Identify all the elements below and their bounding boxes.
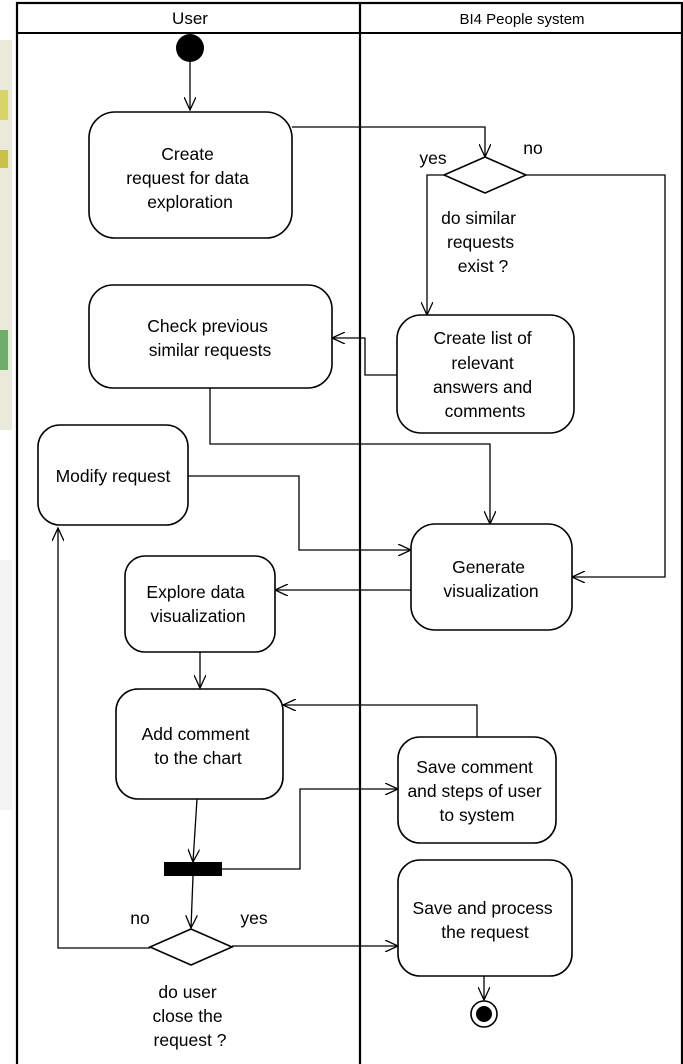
action-text: answers and [433, 377, 532, 397]
edge-fork-to-decision [191, 875, 193, 928]
edge-decision-no [526, 174, 666, 577]
initial-node [176, 34, 204, 62]
action-text: Save comment [416, 757, 533, 777]
edges [58, 62, 666, 1000]
lane-title-system: BI4 People system [459, 11, 584, 28]
svg-text:Create list of relevant: Create list of relevant answers and comm… [433, 328, 537, 421]
action-text: to system [440, 805, 515, 825]
svg-text:Modify request: Modify request [56, 466, 171, 486]
action-text: Generate [452, 557, 525, 577]
action-text: request for data [126, 168, 249, 188]
lane-title-user: User [172, 9, 208, 28]
svg-text:Generate visualization: Generate visualization [443, 557, 538, 601]
decision-yes-label: yes [240, 908, 267, 928]
action-modify-request: Modify request [37, 424, 189, 526]
action-explore-visualization: Explore data visualization [124, 555, 276, 653]
decision-close-request [148, 928, 234, 966]
edge-decision-yes [427, 174, 444, 315]
action-text: Create list of [433, 328, 531, 348]
svg-text:Save and process the req: Save and process the request [413, 898, 558, 942]
background-strip [0, 40, 12, 810]
action-text: relevant [451, 353, 513, 373]
action-text: Explore data [146, 582, 245, 602]
action-text: visualization [150, 606, 245, 626]
edge-save-to-comment [283, 705, 478, 737]
action-text: Check previous [147, 316, 268, 336]
action-add-comment: Add comment to the chart [115, 688, 284, 800]
action-text: comments [445, 401, 526, 421]
svg-text:Check previous similar r: Check previous similar requests [147, 316, 273, 360]
action-text: Create [161, 144, 214, 164]
decision-question: do similar requests exist ? [441, 208, 521, 276]
decision-no-label: no [130, 908, 149, 928]
svg-text:Create request for data: Create request for data exploration [126, 144, 253, 212]
action-text: to the chart [154, 748, 242, 768]
decision-question: do user close the request ? [153, 982, 228, 1050]
action-text: the request [441, 922, 529, 942]
fork-bar [164, 862, 222, 876]
edge-list-to-check [332, 338, 397, 376]
action-text: and steps of user [407, 781, 541, 801]
swimlane-frame [15, 1, 683, 1064]
action-text: Modify request [56, 466, 171, 486]
svg-text:Explore data visualizati: Explore data visualization [146, 582, 249, 626]
action-text: visualization [443, 581, 538, 601]
decision-similar-requests [442, 156, 528, 194]
svg-text:Add comment to the chart: Add comment to the chart [142, 724, 255, 768]
action-create-request: Create request for data exploration [88, 111, 293, 239]
action-check-previous: Check previous similar requests [88, 284, 333, 389]
action-text: Save and process [413, 898, 553, 918]
action-create-list: Create list of relevant answers and comm… [396, 314, 575, 434]
action-save-comment: Save comment and steps of user to system [397, 736, 557, 844]
edge-close-no [58, 528, 150, 949]
edge-check-to-generate [209, 388, 490, 524]
final-node [470, 1000, 498, 1028]
edge-comment-to-fork [193, 798, 197, 862]
svg-text:Save comment and steps o: Save comment and steps of user to system [407, 757, 546, 825]
decision-no-label: no [523, 138, 542, 158]
decision-yes-label: yes [419, 148, 446, 168]
action-generate-visualization: Generate visualization [410, 523, 573, 631]
action-text: similar requests [149, 340, 272, 360]
action-text: exploration [147, 192, 233, 212]
edge-create-to-decision [292, 126, 485, 157]
action-save-process: Save and process the request [397, 859, 573, 977]
edge-modify-to-generate [188, 475, 411, 550]
edge-fork-to-save-comment [222, 789, 398, 870]
action-text: Add comment [142, 724, 250, 744]
